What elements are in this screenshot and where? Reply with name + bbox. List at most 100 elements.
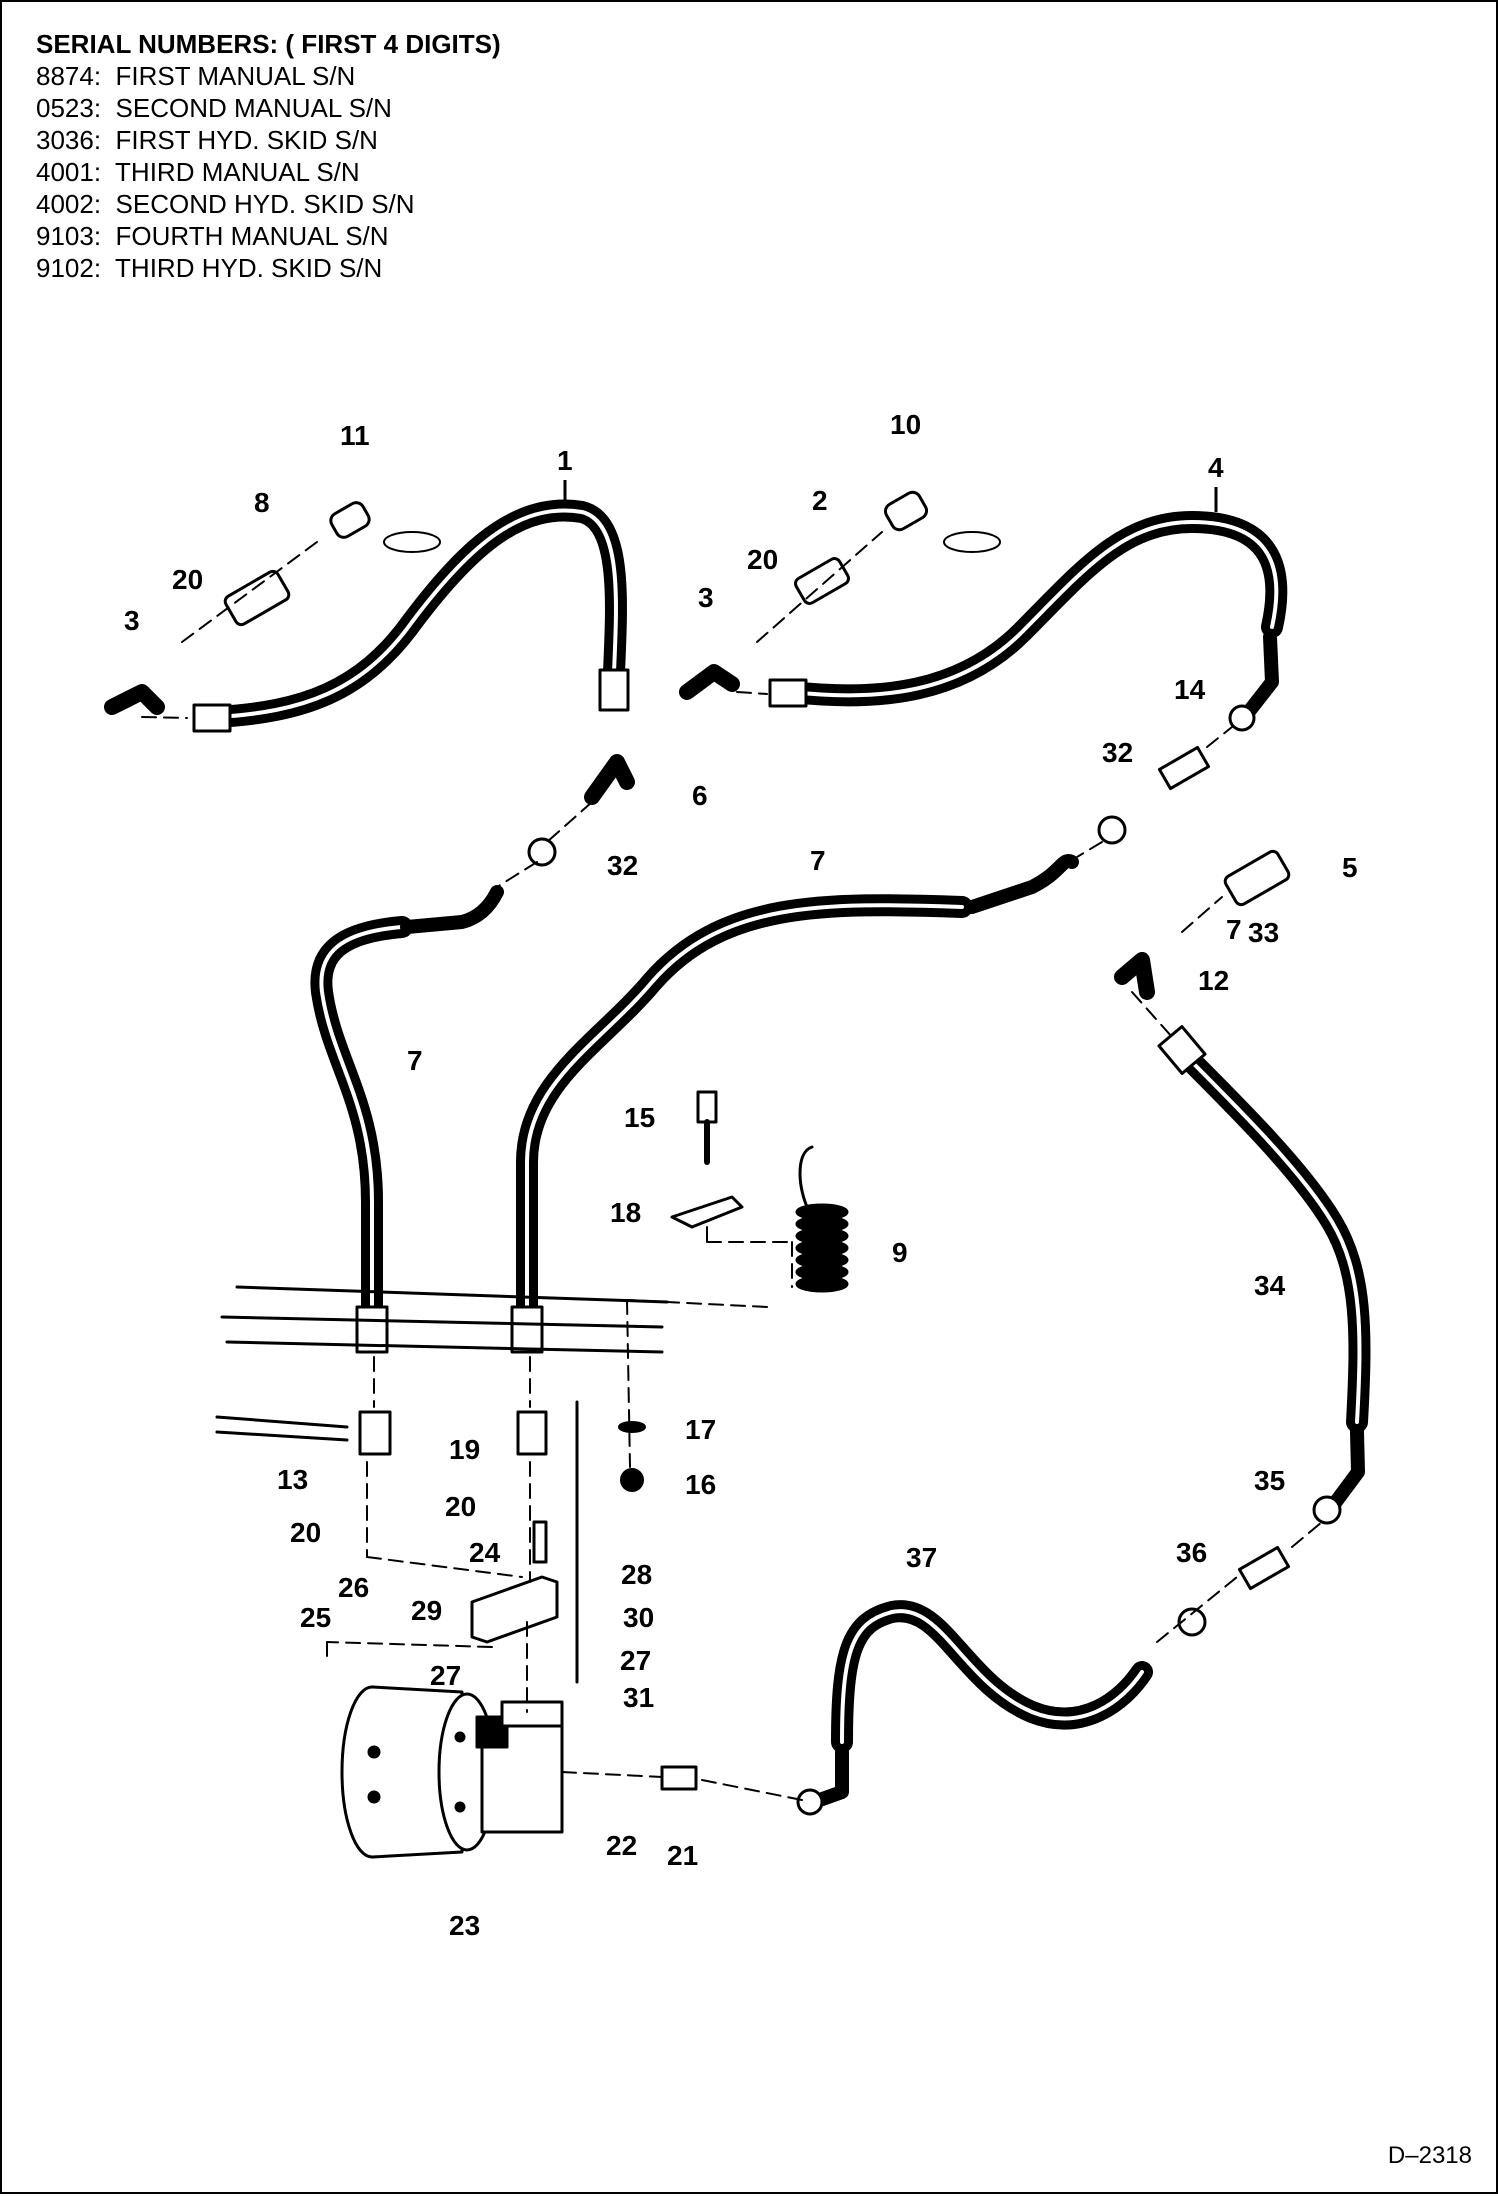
callout: 15 — [624, 1102, 655, 1133]
serial-numbers-block: SERIAL NUMBERS: ( FIRST 4 DIGITS) 8874: … — [36, 28, 501, 284]
clamp-18 — [670, 1195, 744, 1229]
callout: 32 — [607, 850, 638, 881]
serial-line: 8874: FIRST MANUAL S/N — [36, 61, 356, 91]
frame-outline — [215, 1285, 669, 1684]
callout: 2 — [812, 485, 828, 516]
nut-36 — [1177, 1607, 1207, 1637]
callout: 20 — [747, 544, 778, 575]
callout: 8 — [254, 487, 270, 518]
callout: 20 — [172, 564, 203, 595]
cap-tether-11 — [383, 531, 441, 553]
callouts: 1 2 3 3 4 5 6 7 7 7 8 9 10 11 12 13 14 1… — [124, 409, 1358, 1941]
elbow-3-right — [679, 664, 740, 700]
callout: 7 — [1226, 914, 1242, 945]
callout: 18 — [610, 1197, 641, 1228]
hose-34 — [1171, 1041, 1371, 1433]
spring-9 — [795, 1145, 849, 1293]
hose-37 — [831, 1600, 1153, 1753]
callout: 1 — [557, 445, 573, 476]
serial-line: 9103: FOURTH MANUAL S/N — [36, 221, 389, 251]
callout: 30 — [623, 1602, 654, 1633]
callout: 31 — [623, 1682, 654, 1713]
callout: 37 — [906, 1542, 937, 1573]
serial-line: 4002: SECOND HYD. SKID S/N — [36, 189, 415, 219]
callout: 11 — [340, 420, 370, 451]
elbow-6 — [584, 754, 635, 805]
callout: 16 — [685, 1469, 716, 1500]
hose-4-fitting-end — [768, 678, 808, 708]
callout: 3 — [124, 605, 140, 636]
serial-line: 3036: FIRST HYD. SKID S/N — [36, 125, 378, 155]
callout: 13 — [277, 1464, 308, 1495]
callout: 34 — [1254, 1270, 1286, 1301]
hose-4-nut — [1228, 704, 1256, 732]
callout: 28 — [621, 1559, 652, 1590]
dust-cap-10 — [883, 490, 929, 532]
quick-coupler-5 — [1223, 849, 1291, 907]
callout: 20 — [445, 1491, 476, 1522]
elbow-12 — [1114, 952, 1155, 1000]
fitting-21 — [660, 1765, 698, 1791]
hose-34-elbow — [1325, 1425, 1365, 1514]
callout: 27 — [620, 1645, 651, 1676]
bolt-15 — [696, 1090, 718, 1124]
callout: 26 — [338, 1572, 369, 1603]
nut-16 — [620, 1468, 644, 1492]
serial-line: 0523: SECOND MANUAL S/N — [36, 93, 392, 123]
nut-32-left — [527, 837, 557, 867]
callout: 27 — [430, 1660, 461, 1691]
nut-32-right — [1097, 815, 1127, 845]
serial-numbers-title: SERIAL NUMBERS: ( FIRST 4 DIGITS) — [36, 29, 501, 59]
callout: 4 — [1208, 452, 1224, 483]
dust-cap-11 — [329, 501, 371, 539]
adapter-19 — [516, 1410, 548, 1456]
callout: 35 — [1254, 1465, 1285, 1496]
hose-1-fitting-top — [598, 668, 630, 712]
serial-line: 4001: THIRD MANUAL S/N — [36, 157, 360, 187]
callout: 25 — [300, 1602, 331, 1633]
callout: 5 — [1342, 852, 1358, 883]
callout: 12 — [1198, 965, 1229, 996]
adapter-14 — [1157, 745, 1211, 791]
callout: 7 — [407, 1045, 423, 1076]
hose-34-nut — [1312, 1495, 1342, 1525]
callout: 22 — [606, 1830, 637, 1861]
hose-7-center-tube — [965, 854, 1079, 914]
callout: 24 — [469, 1537, 501, 1568]
callout: 20 — [290, 1517, 321, 1548]
hose-37-nut — [796, 1788, 824, 1816]
bolt-24 — [532, 1520, 548, 1564]
elbow-3-left — [104, 684, 165, 715]
callout: 19 — [449, 1434, 480, 1465]
callout: 6 — [692, 780, 708, 811]
adapter-13 — [358, 1410, 392, 1456]
callout: 10 — [890, 409, 921, 440]
document-code: D–2318 — [1387, 2142, 1472, 2169]
callout: 7 — [810, 845, 826, 876]
callout: 33 — [1248, 917, 1279, 948]
callout: 36 — [1176, 1537, 1207, 1568]
hose-4-elbow — [1240, 630, 1279, 721]
valve-block-29 — [470, 1575, 559, 1644]
callout: 29 — [411, 1595, 442, 1626]
cap-tether-10 — [943, 531, 1001, 553]
assembly-lines — [141, 531, 1323, 1801]
motor-23 — [340, 1685, 564, 1859]
callout: 17 — [685, 1414, 716, 1445]
adapter-35 — [1237, 1545, 1291, 1591]
hose-7-center-fitting — [510, 1305, 544, 1354]
washer-17 — [618, 1421, 646, 1433]
callout: 32 — [1102, 737, 1133, 768]
hose-7-left-tube — [400, 885, 504, 934]
callout: 3 — [698, 582, 714, 613]
hose-37-elbow — [807, 1745, 849, 1809]
quick-coupler-8 — [223, 569, 291, 627]
quick-coupler-2 — [794, 557, 850, 605]
callout: 21 — [667, 1840, 698, 1871]
hose-1-fitting-end — [192, 703, 232, 733]
serial-line: 9102: THIRD HYD. SKID S/N — [36, 253, 383, 283]
callout: 9 — [892, 1237, 908, 1268]
callout: 23 — [449, 1910, 480, 1941]
